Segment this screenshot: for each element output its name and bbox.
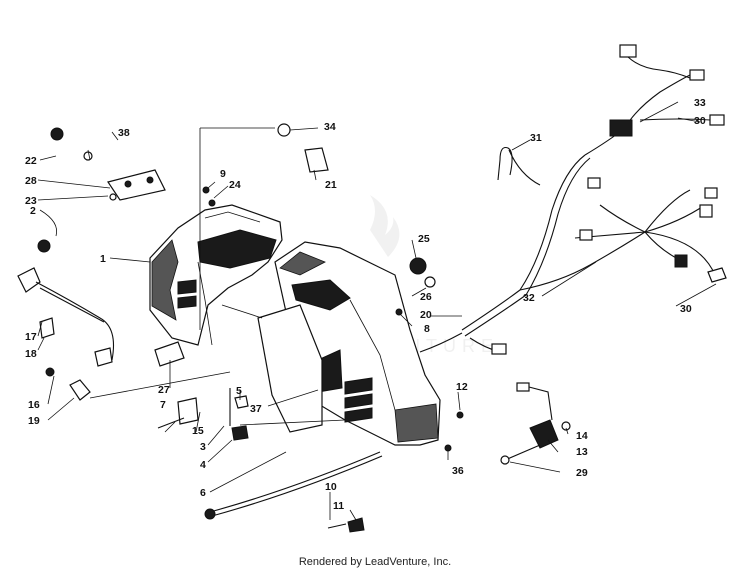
callout-5: 5	[236, 385, 242, 397]
callout-20: 20	[420, 309, 432, 321]
callout-3: 3	[200, 441, 206, 453]
callout-30-right: 30	[680, 303, 692, 315]
callout-11: 11	[333, 500, 344, 512]
main-wiring-harness	[419, 74, 716, 353]
left-console-housing	[149, 204, 283, 346]
callout-16: 16	[28, 399, 40, 411]
callout-33: 33	[694, 97, 706, 109]
callout-18: 18	[25, 348, 37, 360]
callout-30-top: 30	[694, 115, 706, 127]
callout-14: 14	[576, 430, 588, 442]
harness-connectors	[491, 44, 727, 465]
callout-29: 29	[576, 467, 588, 479]
callout-22: 22	[25, 155, 37, 167]
callout-8: 8	[424, 323, 430, 335]
callout-17: 17	[25, 331, 37, 343]
console-bracket	[221, 304, 346, 433]
callout-21: 21	[325, 179, 337, 191]
callout-24: 24	[229, 179, 241, 191]
callout-12: 12	[456, 381, 468, 393]
callout-36: 36	[452, 465, 464, 477]
callout-19: 19	[28, 415, 40, 427]
callout-7: 7	[160, 399, 166, 411]
callout-34: 34	[324, 121, 336, 133]
callout-25: 25	[418, 233, 430, 245]
callout-37: 37	[250, 403, 262, 415]
callout-leader-lines	[37, 101, 717, 521]
callout-23: 23	[25, 195, 37, 207]
callout-38: 38	[118, 127, 130, 139]
callout-26: 26	[420, 291, 432, 303]
small-hardware-parts	[17, 123, 541, 533]
callout-labels: 1 2 3 4 5 6 7 8 9 10 11 12 13 14 15 16 1…	[25, 97, 706, 512]
callout-6: 6	[200, 487, 206, 499]
callout-28: 28	[25, 175, 37, 187]
render-credit-caption: Rendered by LeadVenture, Inc.	[298, 556, 452, 568]
callout-15: 15	[192, 425, 204, 437]
callout-32: 32	[523, 292, 535, 304]
callout-2: 2	[30, 205, 36, 217]
callout-1: 1	[100, 253, 106, 265]
callout-10: 10	[325, 481, 337, 493]
callout-4: 4	[200, 459, 206, 471]
callout-27: 27	[158, 384, 170, 396]
callout-9: 9	[220, 168, 226, 180]
callout-31: 31	[530, 132, 542, 144]
callout-13: 13	[576, 446, 588, 458]
